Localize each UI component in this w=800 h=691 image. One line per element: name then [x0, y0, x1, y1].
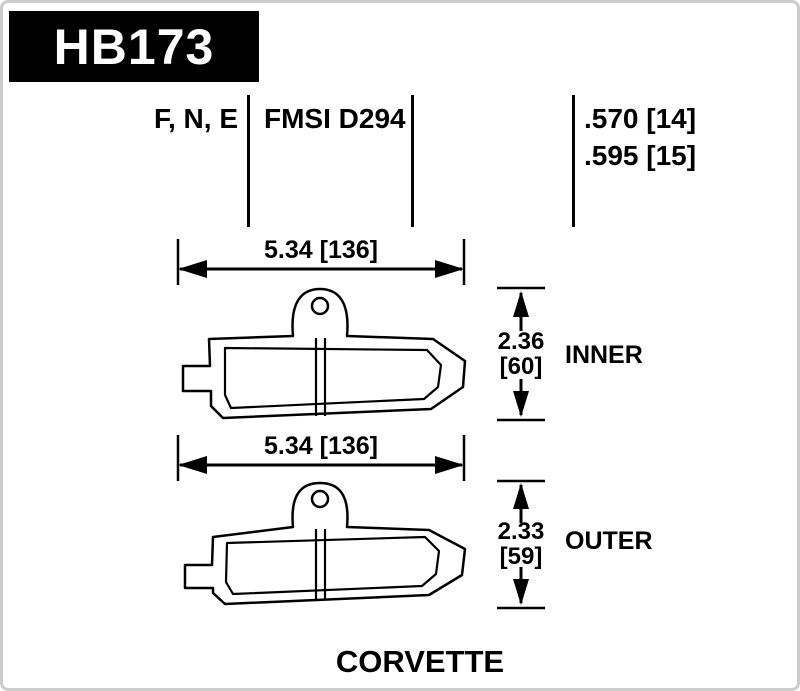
- inner-pad-drawing: [181, 287, 467, 420]
- outer-height-dimension: 2.33 [59]: [497, 479, 545, 610]
- outer-width-text: 5.34 [136]: [264, 432, 378, 460]
- inner-mounting-hole: [310, 296, 330, 316]
- outer-pad-drawing: [183, 481, 467, 606]
- outer-friction-outline: [224, 535, 441, 596]
- inner-friction-outline: [223, 346, 443, 410]
- divider-line-1: [247, 95, 250, 227]
- outer-width-dimension: 5.34 [136]: [176, 432, 466, 481]
- inner-height-dimension: 2.36 [60]: [497, 286, 545, 422]
- thickness-value-2: .595 [15]: [584, 140, 697, 171]
- arrowhead-up-icon: [513, 291, 529, 317]
- outer-pad-label: OUTER: [565, 527, 653, 555]
- inner-width-text: 5.34 [136]: [264, 236, 378, 264]
- inner-pad-label: INNER: [565, 341, 643, 369]
- divider-line-2: [411, 95, 414, 227]
- arrowhead-left-icon: [178, 456, 207, 474]
- fmsi-number: FMSI D294: [264, 103, 406, 134]
- part-number-box: HB173: [9, 11, 259, 82]
- inner-width-dimension: 5.34 [136]: [176, 236, 466, 285]
- arrowhead-right-icon: [435, 456, 464, 474]
- inner-height-inches: 2.36: [498, 328, 545, 355]
- arrowhead-up-icon: [513, 483, 529, 509]
- outer-height-mm: [59]: [500, 543, 543, 570]
- outer-height-inches: 2.33: [498, 518, 545, 545]
- arrowhead-down-icon: [513, 391, 529, 417]
- thickness-value-1: .570 [14]: [584, 103, 697, 134]
- compound-codes: F, N, E: [153, 103, 238, 134]
- part-number: HB173: [53, 18, 215, 75]
- divider-line-3: [572, 95, 575, 227]
- arrowhead-right-icon: [435, 260, 464, 278]
- application-name: CORVETTE: [335, 644, 505, 679]
- arrowhead-left-icon: [178, 260, 207, 278]
- arrowhead-down-icon: [513, 579, 529, 605]
- outer-mounting-hole: [310, 489, 330, 509]
- inner-height-mm: [60]: [500, 353, 543, 380]
